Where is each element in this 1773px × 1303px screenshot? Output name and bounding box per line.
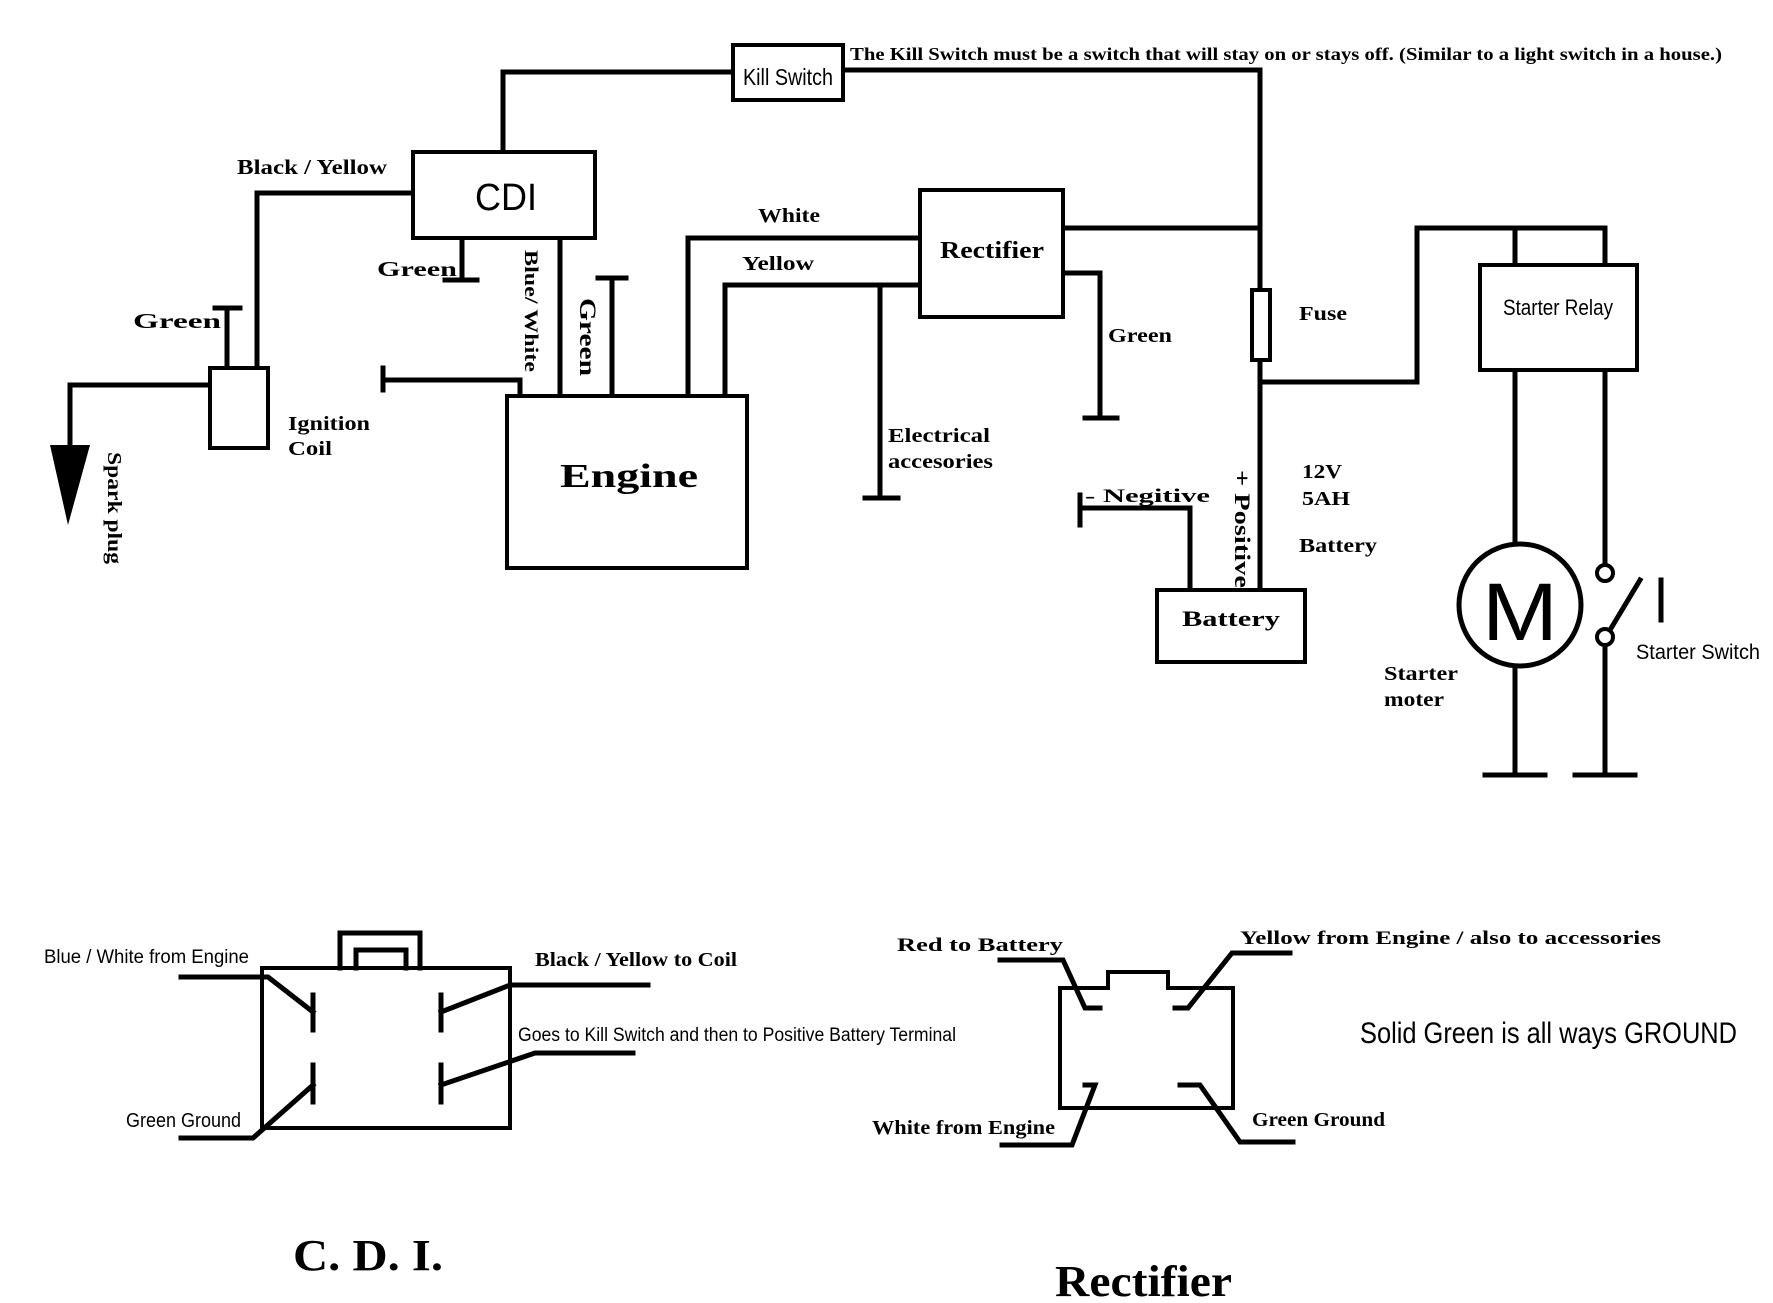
- battery-box: [1155, 588, 1307, 664]
- white-wire-label: White: [758, 205, 820, 227]
- battery-side-label: Battery: [1299, 535, 1377, 557]
- fuse-label: Fuse: [1299, 303, 1347, 325]
- main-labels: Kill Switch The Kill Switch must be a sw…: [103, 44, 1760, 711]
- ground-note: Solid Green is all ways GROUND: [1360, 1017, 1737, 1050]
- electrical-label-1: Electrical: [888, 425, 991, 447]
- positive-label: + Positive: [1230, 470, 1255, 588]
- cdi-label: CDI: [475, 177, 537, 219]
- green-cdi-label: Green: [377, 257, 457, 281]
- rectifier-box: [918, 188, 1065, 319]
- green-coil-label: Green: [133, 309, 221, 333]
- ignition-coil-label-1: Ignition: [288, 413, 370, 435]
- black-yellow-label: Black / Yellow: [237, 155, 388, 179]
- yellow-wire-label: Yellow: [742, 253, 815, 275]
- starter-motor-label-1: Starter: [1384, 663, 1458, 685]
- starter-relay-label: Starter Relay: [1503, 295, 1613, 320]
- cdi-kill-switch-label: Goes to Kill Switch and then to Positive…: [518, 1025, 956, 1046]
- rect-white-label: White from Engine: [872, 1117, 1055, 1139]
- motor-symbol-label: M: [1482, 567, 1558, 658]
- green-rectifier-label: Green: [1108, 325, 1172, 347]
- cdi-green-ground-label: Green Ground: [126, 1110, 241, 1132]
- wires: [50, 67, 1638, 778]
- kill-switch-label: Kill Switch: [743, 64, 833, 90]
- ignition-coil-box: [208, 366, 270, 450]
- battery-rating-2: 5AH: [1302, 488, 1351, 510]
- rect-yellow-label: Yellow from Engine / also to accessories: [1240, 928, 1661, 949]
- rectifier-title: Rectifier: [1055, 1257, 1232, 1303]
- kill-switch-note: The Kill Switch must be a switch that wi…: [850, 44, 1722, 65]
- spark-plug-label: Spark plug: [103, 452, 125, 564]
- starter-motor-symbol: [1456, 541, 1584, 669]
- cdi-detail: Blue / White from Engine Black / Yellow …: [44, 930, 956, 1280]
- rect-red-to-battery-label: Red to Battery: [897, 935, 1064, 956]
- blue-white-label: Blue/ White: [520, 250, 541, 372]
- ignition-coil-label-2: Coil: [288, 438, 333, 460]
- rectifier-detail: Red to Battery Yellow from Engine / also…: [872, 928, 1661, 1303]
- green-engine-label: Green: [575, 298, 600, 376]
- battery-box-label: Battery: [1182, 606, 1280, 631]
- starter-switch-symbol: [1595, 563, 1664, 647]
- starter-switch-label: Starter Switch: [1636, 641, 1760, 664]
- engine-label: Engine: [560, 458, 698, 495]
- cdi-title: C. D. I.: [293, 1231, 443, 1280]
- rect-green-ground-label: Green Ground: [1252, 1109, 1385, 1131]
- rectifier-label: Rectifier: [940, 238, 1044, 264]
- cdi-black-yellow-label: Black / Yellow to Coil: [535, 949, 737, 971]
- negative-label: - Negitive: [1085, 486, 1210, 507]
- electrical-label-2: accesories: [888, 451, 993, 473]
- kill-switch-box: [731, 43, 845, 102]
- engine-box: [505, 394, 749, 570]
- cdi-blue-white-label: Blue / White from Engine: [44, 947, 249, 968]
- starter-relay-box: [1478, 263, 1639, 372]
- battery-rating-1: 12V: [1302, 461, 1343, 483]
- fuse-box: [1250, 288, 1272, 362]
- components: [208, 43, 1664, 669]
- starter-motor-label-2: moter: [1384, 689, 1444, 711]
- cdi-box: [411, 150, 597, 240]
